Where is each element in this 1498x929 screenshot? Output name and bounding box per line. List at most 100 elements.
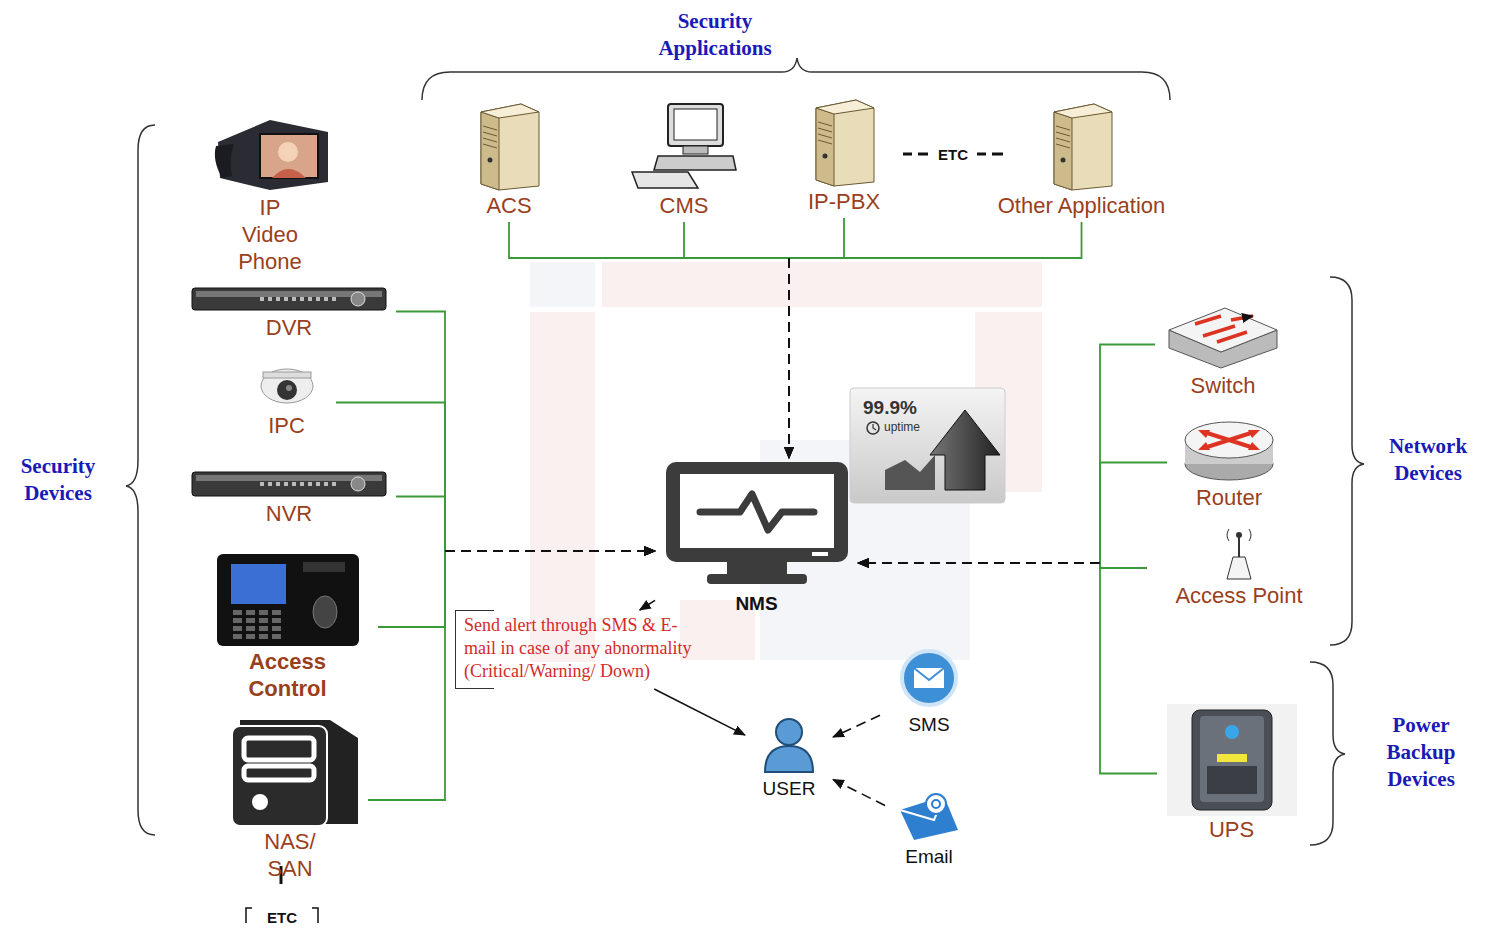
connector <box>509 222 789 458</box>
fp-icon-part <box>272 626 281 631</box>
connector-line <box>789 222 1082 258</box>
node-label: CMS <box>620 192 748 219</box>
node-label: Email <box>885 845 973 869</box>
watermark-part <box>530 262 595 307</box>
fp-icon <box>213 552 363 648</box>
device-node: NAS/ SAN <box>215 718 365 882</box>
computer-icon-part <box>683 146 708 154</box>
connector-line <box>445 550 655 552</box>
uptime-value: 99.9% <box>863 397 953 419</box>
server-icon-part <box>488 158 493 163</box>
dvr-icon-part <box>260 297 264 301</box>
power-node: UPS <box>1160 704 1303 843</box>
tower-icon <box>220 718 360 828</box>
computer-icon <box>628 100 740 192</box>
dvr-icon-part <box>284 482 288 486</box>
connector-line <box>445 550 655 552</box>
sms-icon-part <box>914 668 944 688</box>
ups-icon <box>1167 704 1297 816</box>
group-title: Network Devices <box>1366 433 1490 487</box>
connector-line <box>378 551 445 627</box>
server-icon-part <box>483 126 497 130</box>
server-icon-part <box>816 100 874 114</box>
device-node: NVR <box>185 466 393 527</box>
fp-icon-part <box>246 634 255 639</box>
phone-icon-part <box>272 169 306 178</box>
etc-mark-box: ETC <box>930 146 976 164</box>
channel-node: Email <box>885 786 973 869</box>
group-title: Security Devices <box>2 453 114 507</box>
connector <box>858 463 1167 564</box>
dvr-icon-part <box>192 472 386 496</box>
node-label: NVR <box>185 500 393 527</box>
phone-icon-part <box>215 144 234 178</box>
ap-icon-part <box>1227 529 1251 541</box>
fp-icon-part <box>217 554 359 646</box>
node-label: Access Control <box>232 648 344 702</box>
node-label: Other Application <box>965 192 1198 219</box>
server-icon-part <box>483 144 497 148</box>
connector-line <box>858 562 1100 564</box>
alert-callout: Send alert through SMS & E-mail in case … <box>455 610 698 689</box>
connector <box>396 312 655 552</box>
sms-icon-part <box>914 668 944 680</box>
dvr-icon-part <box>351 477 365 491</box>
connector <box>684 222 789 458</box>
dvr-icon-part <box>268 482 272 486</box>
dvr-icon-part <box>276 482 280 486</box>
server-icon-part <box>818 122 832 126</box>
connector-line <box>1100 345 1155 564</box>
fp-icon-part <box>233 618 242 623</box>
node-label: DVR <box>185 314 393 341</box>
node-label: IP Video Phone <box>234 194 306 275</box>
server-icon-part <box>483 132 497 136</box>
server-node: ACS <box>440 100 578 219</box>
group-title-box: Network Devices <box>1366 433 1490 487</box>
server-icon-part <box>1054 112 1072 190</box>
connector <box>789 218 844 458</box>
fp-icon-part <box>259 634 268 639</box>
connector-line <box>789 218 844 258</box>
connector-line <box>396 312 445 552</box>
fp-icon-part <box>246 610 255 615</box>
connector <box>858 563 1157 774</box>
server-icon <box>804 96 884 188</box>
switch-icon-part <box>1195 316 1253 342</box>
tower-icon-part <box>244 738 314 760</box>
node-label: Router <box>1170 484 1288 511</box>
node-label: IP-PBX <box>780 188 908 215</box>
fp-icon-part <box>313 596 337 628</box>
group-braces-part <box>1330 277 1364 645</box>
etc-dashes-part <box>977 153 986 156</box>
router-icon-part <box>1198 430 1260 450</box>
watermark-part <box>602 262 1042 307</box>
ups-icon-part <box>1217 754 1247 762</box>
fp-icon-part <box>259 610 268 615</box>
ups-icon-part <box>1225 725 1239 739</box>
device-node: IPC <box>240 366 333 439</box>
switch-icon-part <box>1169 308 1277 352</box>
etc-bracket-part <box>312 908 318 923</box>
computer-icon-part <box>668 104 723 146</box>
network-node: Router <box>1170 414 1288 511</box>
ups-icon-part <box>1200 716 1264 802</box>
group-title-box: Power Backup Devices <box>1362 712 1480 793</box>
user-icon-part <box>776 719 802 745</box>
phone-icon-part <box>260 134 318 178</box>
etc-mark-box: ETC <box>254 909 310 927</box>
dvr-icon-part <box>292 297 296 301</box>
server-icon-part <box>1054 104 1112 118</box>
phone-icon <box>210 112 330 194</box>
server-icon-part <box>818 134 832 138</box>
group-title: Security Applications <box>630 8 800 62</box>
connector-line <box>445 550 655 552</box>
server-node: Other Application <box>965 100 1198 219</box>
fp-icon-part <box>303 562 345 572</box>
tower-icon-part <box>252 794 268 810</box>
uptime-value-box: 99.9% <box>863 397 953 419</box>
server-icon-part <box>1056 126 1070 130</box>
connector-line <box>445 550 655 552</box>
server-node: IP-PBX <box>780 96 908 215</box>
channel-node: SMS <box>880 648 978 737</box>
dome-icon <box>257 366 317 412</box>
